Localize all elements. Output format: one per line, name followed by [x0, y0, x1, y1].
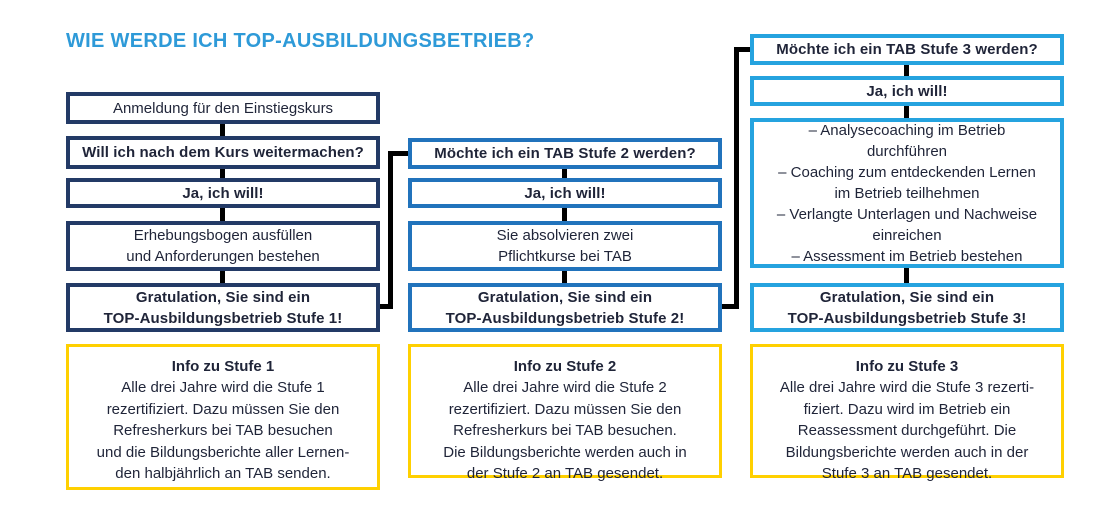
info-box-stufe2: Info zu Stufe 2 Alle drei Jahre wird die…: [408, 344, 722, 482]
info-box-stufe1-title: Info zu Stufe 1: [171, 358, 275, 375]
box-moechte-tab-stufe3: Möchte ich ein TAB Stufe 3 werden?: [750, 34, 1064, 65]
info-box-stufe1: Info zu Stufe 1 Alle drei Jahre wird die…: [66, 344, 380, 490]
box-anmeldung-einstiegskurs-label: Anmeldung für den Einstiegskurs: [112, 99, 334, 117]
info-box-stufe3: Info zu Stufe 3 Alle drei Jahre wird die…: [750, 344, 1064, 482]
connector-elbow-1-vertical: [388, 151, 393, 309]
box-ja-ich-will-stufe2: Ja, ich will!: [408, 178, 722, 208]
info-box-stufe3-body: Alle drei Jahre wird die Stufe 3 rezerti…: [779, 379, 1035, 482]
connector-line-column1: [220, 108, 225, 308]
box-moechte-tab-stufe3-label: Möchte ich ein TAB Stufe 3 werden?: [776, 41, 1038, 58]
connector-elbow-1-horizontal-top: [388, 151, 410, 156]
box-pflichtkurse-label: Sie absolvieren zwei Pflichtkurse bei TA…: [496, 227, 634, 265]
box-pflichtkurse: Sie absolvieren zwei Pflichtkurse bei TA…: [408, 221, 722, 271]
info-box-stufe3-title: Info zu Stufe 3: [855, 358, 959, 375]
connector-elbow-2-horizontal-bottom: [718, 304, 739, 309]
box-will-ich-weitermachen-label: Will ich nach dem Kurs weitermachen?: [82, 144, 364, 161]
box-ja-ich-will-stufe3-label: Ja, ich will!: [866, 82, 948, 100]
info-box-stufe2-body: Alle drei Jahre wird die Stufe 2 rezerti…: [443, 379, 687, 482]
connector-elbow-1-horizontal-bottom: [376, 304, 393, 309]
box-gratulation-stufe2-label: Gratulation, Sie sind ein TOP-Ausbildung…: [445, 288, 685, 327]
box-gratulation-stufe1-label: Gratulation, Sie sind ein TOP-Ausbildung…: [103, 288, 343, 327]
box-gratulation-stufe1: Gratulation, Sie sind ein TOP-Ausbildung…: [66, 283, 380, 332]
box-gratulation-stufe3: Gratulation, Sie sind ein TOP-Ausbildung…: [750, 283, 1064, 332]
page-title: WIE WERDE ICH TOP-AUSBILDUNGSBETRIEB?: [66, 30, 535, 52]
box-ja-ich-will-stufe2-label: Ja, ich will!: [524, 184, 606, 202]
box-moechte-tab-stufe2-label: Möchte ich ein TAB Stufe 2 werden?: [434, 145, 696, 162]
info-box-stufe2-title: Info zu Stufe 2: [513, 358, 617, 375]
box-erhebungsbogen: Erhebungsbogen ausfüllen und Anforderung…: [66, 221, 380, 271]
info-box-stufe1-body: Alle drei Jahre wird die Stufe 1 rezerti…: [96, 379, 350, 482]
connector-elbow-2-vertical: [734, 47, 739, 309]
box-ja-ich-will-stufe3: Ja, ich will!: [750, 76, 1064, 106]
box-ja-ich-will-stufe1: Ja, ich will!: [66, 178, 380, 208]
box-anmeldung-einstiegskurs: Anmeldung für den Einstiegskurs: [66, 92, 380, 124]
box-moechte-tab-stufe2: Möchte ich ein TAB Stufe 2 werden?: [408, 138, 722, 169]
box-stufe3-anforderungen-liste: – Analysecoaching im Betrieb durchführen…: [750, 118, 1064, 268]
box-gratulation-stufe3-label: Gratulation, Sie sind ein TOP-Ausbildung…: [787, 288, 1027, 327]
box-ja-ich-will-stufe1-label: Ja, ich will!: [182, 184, 264, 202]
box-erhebungsbogen-label: Erhebungsbogen ausfüllen und Anforderung…: [126, 227, 320, 265]
box-gratulation-stufe2: Gratulation, Sie sind ein TOP-Ausbildung…: [408, 283, 722, 332]
connector-elbow-2-horizontal-top: [734, 47, 752, 52]
box-stufe3-anforderungen-liste-label: – Analysecoaching im Betrieb durchführen…: [776, 121, 1038, 265]
box-will-ich-weitermachen: Will ich nach dem Kurs weitermachen?: [66, 136, 380, 169]
